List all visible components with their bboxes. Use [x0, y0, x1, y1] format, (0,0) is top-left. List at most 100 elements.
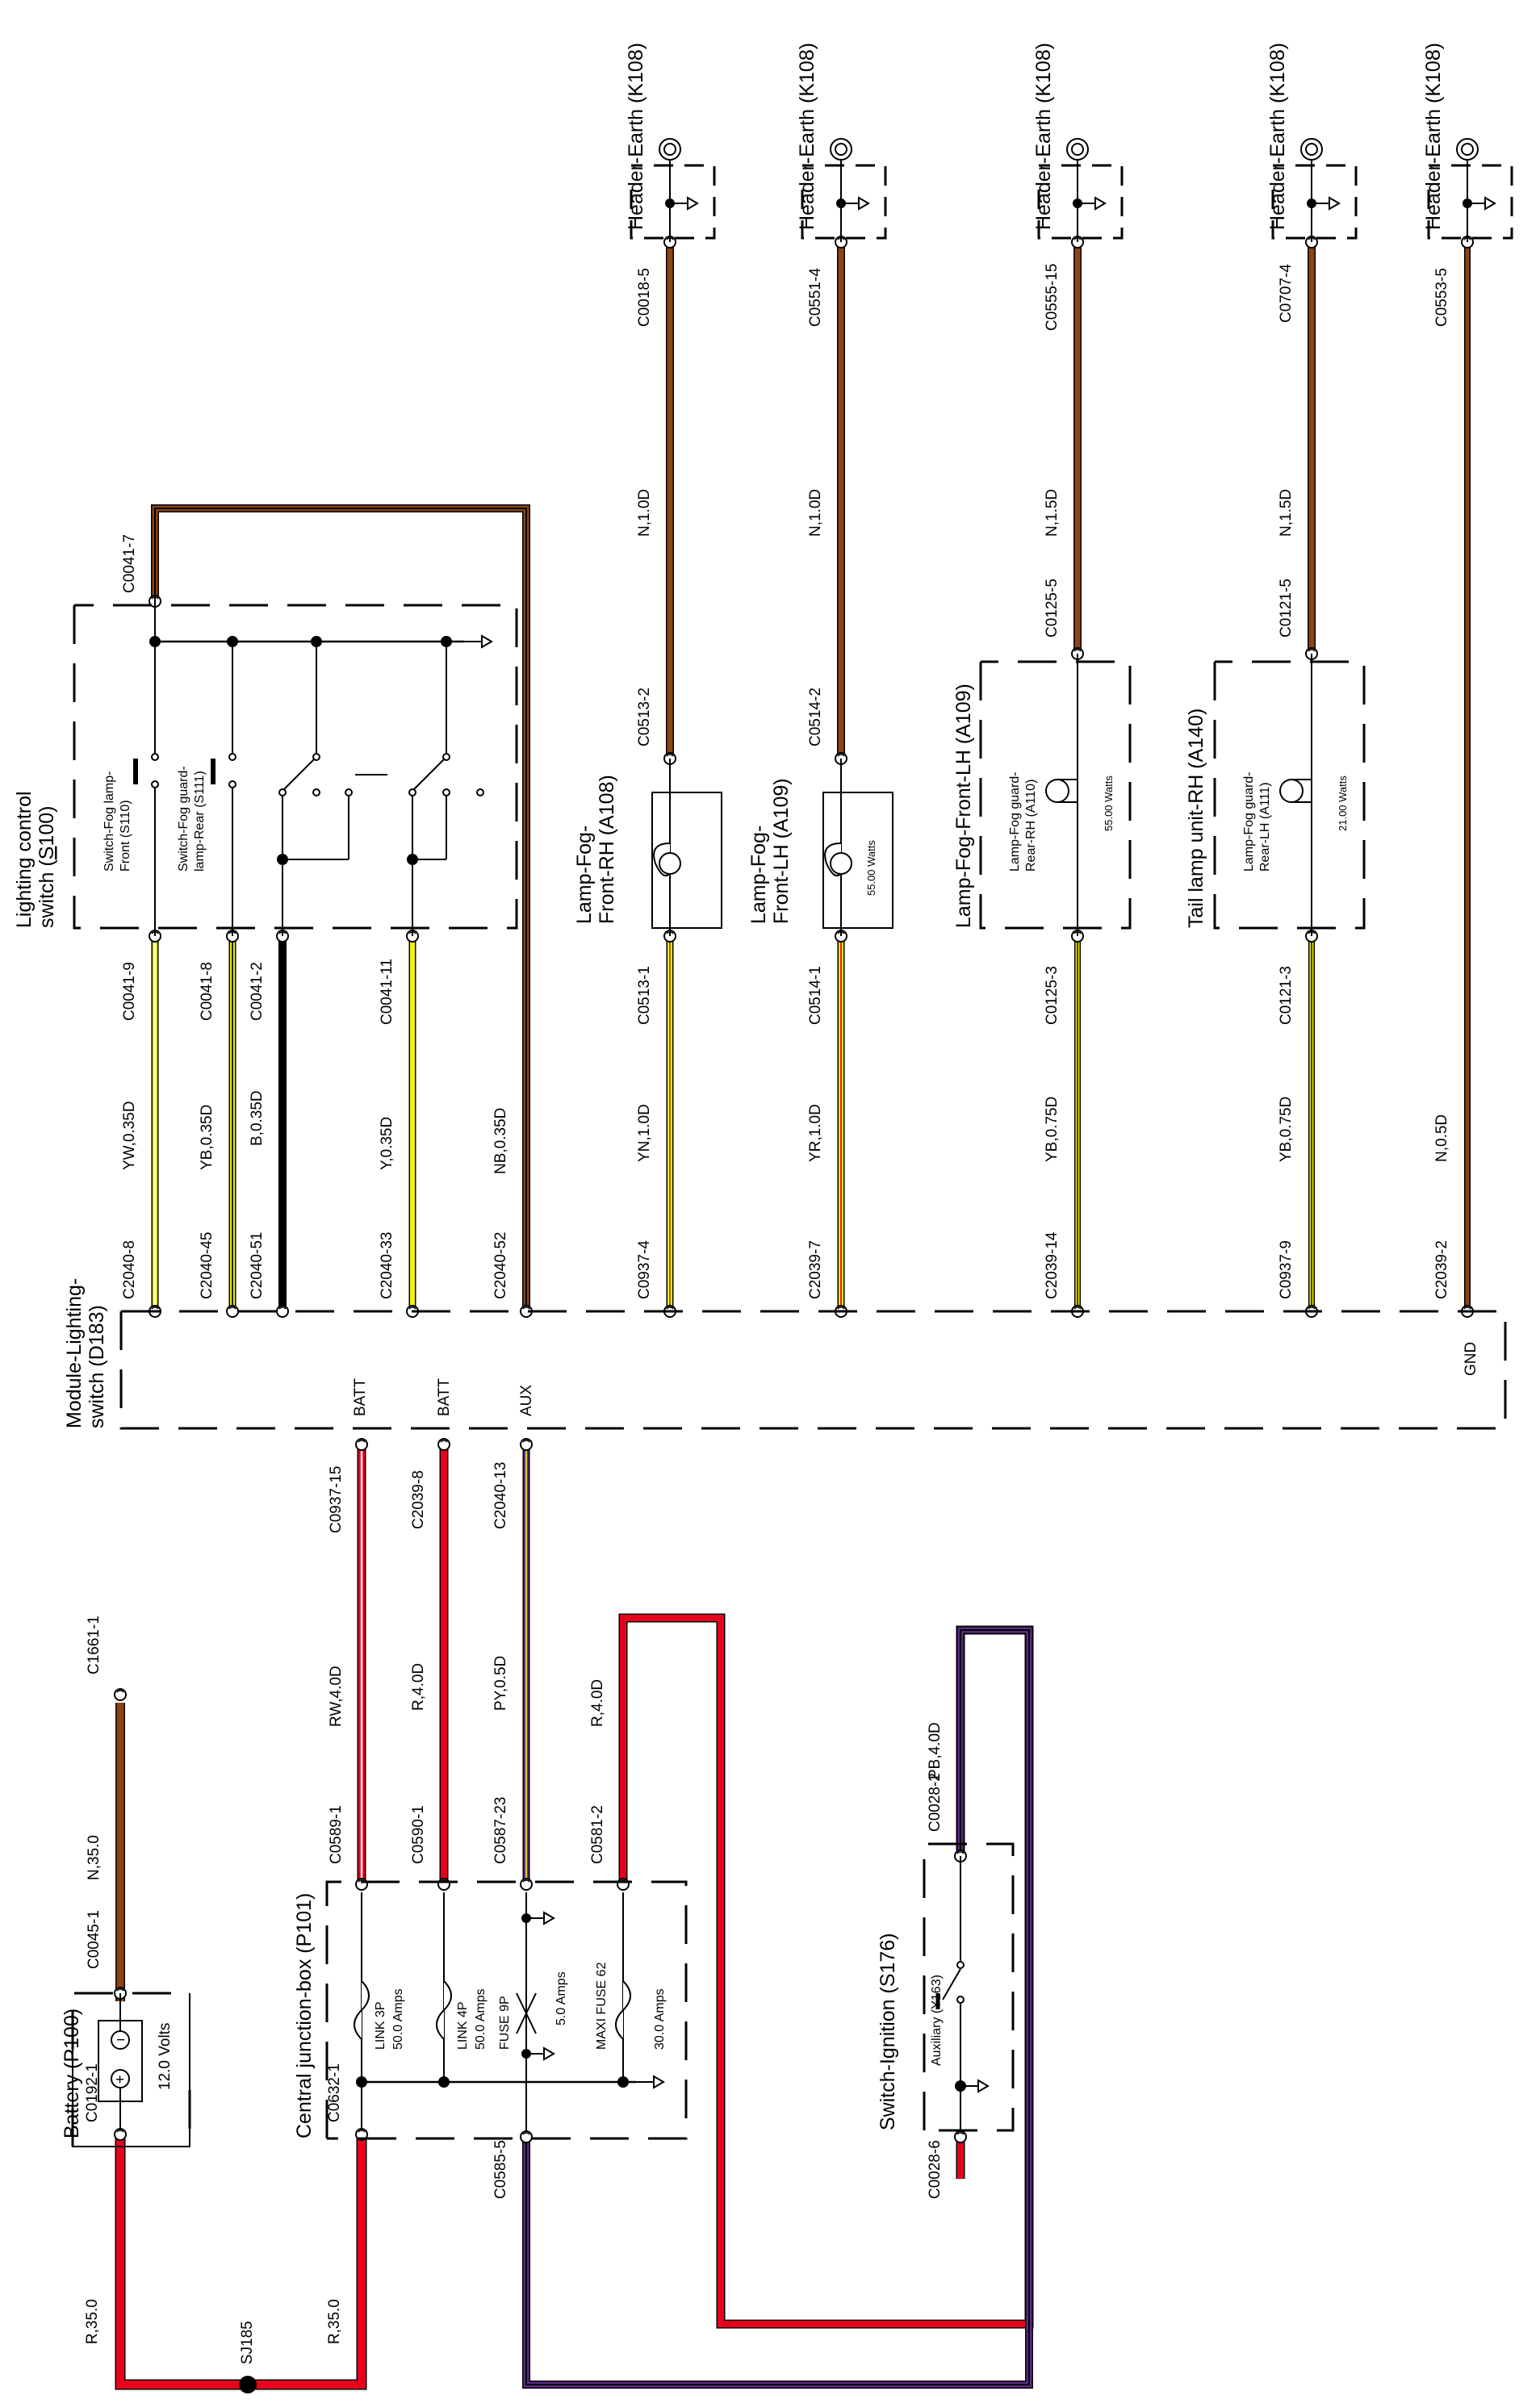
lcs-label-line1: Lighting control — [13, 791, 36, 928]
tail-lh-lamp-1: Lamp-Fog guard- — [1242, 771, 1256, 872]
connector-pin-label: C0585-5 — [492, 2140, 509, 2199]
fuse-9p: FUSE 9P 5.0 Amps — [498, 1892, 568, 2130]
connector-pin-label: C2039-2 — [1433, 1240, 1450, 1299]
wire-code-label: YB,0.75D — [1278, 1097, 1295, 1162]
connector-terminal — [114, 1688, 127, 1701]
fog-lh-label-1: Lamp-Fog- — [747, 826, 770, 924]
connector-pin-label: C2040-13 — [492, 1462, 509, 1529]
w-batt-cjb — [248, 2130, 367, 2390]
ignition-contact-label: Auxiliary (Y163) — [930, 1975, 944, 2066]
connector-pin-label: C1661-1 — [86, 1616, 103, 1674]
connector-pin-label: C0551-4 — [807, 268, 824, 327]
connector-terminal — [954, 2130, 967, 2143]
connector-pin-label: C0581-2 — [589, 1805, 606, 1864]
cjb-label: Central junction-box (P101) — [293, 1893, 316, 2138]
fog-rh-label-2: Front-RH (A108) — [596, 775, 618, 924]
connector-pin-label: C2040-8 — [121, 1240, 138, 1299]
w-batt-pos — [115, 2134, 248, 2390]
mls-pin-aux: AUX — [518, 1385, 535, 1416]
connector-pin-label: C0937-9 — [1278, 1240, 1295, 1299]
connector-pin-label: C0041-7 — [121, 534, 138, 593]
wire-code-label: N,1.5D — [1044, 489, 1061, 537]
svg-text:LINK 4P: LINK 4P — [456, 2001, 470, 2050]
mls-label-line2: switch (D183) — [86, 1305, 108, 1428]
w-lcs-5 — [151, 504, 530, 1311]
wire-code-label: N,1.5D — [1278, 489, 1295, 537]
wire-code-label: R,4.0D — [410, 1663, 427, 1711]
wire-code-label: YR,1.0D — [807, 1104, 824, 1162]
mls-pin-batt1: BATT — [352, 1377, 369, 1416]
connector-terminal — [226, 1305, 239, 1318]
header-earth-group: Header-Earth (K108) Header-Earth (K108) … — [625, 43, 1513, 242]
connector-terminal — [520, 1878, 533, 1891]
wire-code-label: N,35.0 — [86, 1835, 103, 1880]
header-earth-label: Header-Earth (K108) — [1032, 43, 1055, 230]
connector-pin-label: C2039-8 — [410, 1470, 427, 1529]
header-earth-label: Header-Earth (K108) — [1266, 43, 1289, 230]
svg-text:LINK 3P: LINK 3P — [374, 2001, 387, 2050]
header-earth-label: Header-Earth (K108) — [1422, 43, 1445, 230]
wire-code-label: N,0.5D — [1433, 1114, 1450, 1162]
splice-sj185: SJ185 — [239, 2321, 257, 2393]
connector-pin-label: C0514-2 — [807, 688, 824, 746]
svg-text:21.00 Watts: 21.00 Watts — [1337, 775, 1349, 831]
wire-code-label: R,35.0 — [84, 2299, 101, 2344]
connector-pin-label: C0513-2 — [636, 688, 653, 746]
svg-text:30.0 Amps: 30.0 Amps — [653, 1988, 667, 2050]
central-junction-box: Central junction-box (P101) LINK 3P 50.0… — [293, 1880, 688, 2140]
mls-pin-gnd: GND — [1463, 1342, 1479, 1376]
ignition-switch: Switch-Ignition (S176) Auxiliary (Y163) — [877, 1842, 1015, 2132]
header-earth-label: Header-Earth (K108) — [625, 43, 647, 230]
wire-code-label: N,1.0D — [636, 489, 653, 537]
connector-pin-label: C0587-23 — [492, 1797, 509, 1864]
svg-text:55.00 Watts: 55.00 Watts — [865, 840, 877, 896]
header-earth-5: Header-Earth (K108) — [1422, 43, 1513, 242]
connector-pin-label: C0514-1 — [807, 966, 824, 1025]
lcs-sub2-label: Switch-Fog guard-lamp-Rear (S111) — [177, 766, 207, 872]
connector-pin-label: C2040-33 — [379, 1232, 395, 1299]
w-maxi — [618, 1613, 1034, 2329]
connector-pin-label: C0121-5 — [1278, 579, 1295, 638]
w-ign-fuse-route — [522, 1626, 1033, 2389]
connector-pin-label: C0041-2 — [249, 962, 266, 1021]
lighting-control-switch: Lighting control switch (S100) Switch-Fo… — [13, 541, 518, 936]
connector-pin-label: C0555-15 — [1044, 264, 1061, 331]
wire-code-label: NB,0.35D — [492, 1108, 509, 1174]
connector-terminal — [437, 1438, 450, 1451]
wire-code-label: PY,0.5D — [492, 1656, 509, 1711]
maxi-fuse-62: MAXI FUSE 62 30.0 Amps — [595, 1892, 667, 2082]
ignition-label: Switch-Ignition (S176) — [877, 1933, 899, 2130]
battery-voltage: 12.0 Volts — [157, 2023, 174, 2090]
connector-pin-label: C0125-3 — [1044, 966, 1061, 1025]
battery-label: Battery (P100) — [61, 2009, 83, 2138]
connector-pin-label: C0632-1 — [326, 2063, 343, 2122]
fog-lamp-front-lh: 55.00 Watts Lamp-Fog- Front-LH (A109) — [747, 759, 893, 936]
connector-pin-label: C2039-14 — [1044, 1231, 1061, 1299]
wire-code-label: R,35.0 — [326, 2299, 343, 2344]
svg-text:−: − — [116, 2032, 125, 2049]
wire-code-label: B,0.35D — [249, 1090, 266, 1146]
svg-text:MAXI FUSE 62: MAXI FUSE 62 — [595, 1962, 609, 2050]
svg-text:+: + — [115, 2071, 124, 2088]
connector-terminal — [114, 2128, 127, 2141]
mls-label-line1: Module-Lighting- — [63, 1278, 86, 1428]
module-lighting-switch: Module-Lighting- switch (D183) BATT BATT… — [63, 1278, 1507, 1430]
tail-lh-lamp-2: Rear-LH (A111) — [1258, 782, 1272, 872]
wire-code-label: YW,0.35D — [121, 1101, 138, 1170]
connector-pin-label: C0028-6 — [927, 2140, 944, 2199]
fog-lamp-front-rh: Lamp-Fog- Front-RH (A108) — [573, 759, 722, 936]
svg-text:55.00 Watts: 55.00 Watts — [1103, 775, 1115, 831]
svg-text:FUSE 9P: FUSE 9P — [498, 1996, 512, 2050]
fuse-link-4p: LINK 4P 50.0 Amps — [436, 1892, 488, 2082]
fog-lh-label-2: Front-LH (A109) — [770, 778, 793, 924]
lcs-label-line2: switch (S100) — [36, 806, 58, 928]
connector-pin-label: C0041-9 — [121, 962, 138, 1021]
header-earth-2: Header-Earth (K108) — [796, 43, 887, 242]
connector-terminal — [520, 2130, 533, 2143]
wire-code-label: PB,4.0D — [927, 1722, 944, 1779]
wire-code-label: R,4.0D — [589, 1679, 606, 1727]
connector-terminal — [617, 1878, 630, 1891]
connector-pin-label: C2039-7 — [807, 1240, 824, 1299]
connector-pin-label: C0513-1 — [636, 966, 653, 1025]
connector-terminal — [520, 1438, 533, 1451]
